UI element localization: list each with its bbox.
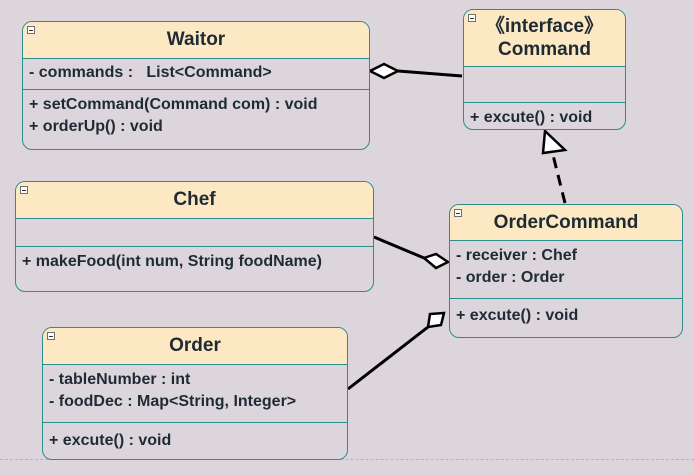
class-waitor[interactable]: Waitor - commands : List<Command> + setC… (22, 21, 370, 150)
operations-section: + excute() : void (450, 299, 682, 331)
page-boundary-guide (0, 459, 694, 460)
operation: + excute() : void (49, 432, 172, 449)
attribute: - commands : List<Command> (29, 64, 272, 81)
attributes-section: - commands : List<Command> (23, 59, 369, 90)
collapse-icon[interactable] (27, 26, 35, 34)
operations-section: + makeFood(int num, String foodName) (16, 247, 373, 277)
attribute: - receiver : Chef (456, 247, 577, 264)
class-name: Command (498, 39, 591, 60)
class-name: Waitor (166, 29, 226, 50)
aggregation-ordercommand-order[interactable] (347, 311, 446, 391)
operation: + excute() : void (470, 109, 593, 126)
operation: + excute() : void (456, 307, 579, 324)
operation: + makeFood(int num, String foodName) (22, 253, 323, 270)
class-name: Chef (173, 189, 216, 210)
interface-command[interactable]: 《interface》 Command + excute() : void (463, 9, 626, 130)
attributes-section: - tableNumber : int - foodDec : Map<Stri… (43, 365, 347, 423)
stereotype-label: 《interface》 (485, 16, 604, 37)
operation: + setCommand(Command com) : void (29, 96, 318, 113)
collapse-icon[interactable] (468, 14, 476, 22)
attributes-section (16, 219, 373, 247)
class-ordercommand[interactable]: OrderCommand - receiver : Chef - order :… (449, 204, 683, 338)
class-header: Waitor (23, 22, 369, 59)
class-chef[interactable]: Chef + makeFood(int num, String foodName… (15, 181, 374, 292)
operations-section: + excute() : void (43, 423, 347, 456)
collapse-icon[interactable] (20, 186, 28, 194)
operations-section: + excute() : void (464, 103, 625, 129)
attribute: - order : Order (456, 269, 565, 286)
operations-section: + setCommand(Command com) : void + order… (23, 90, 369, 142)
class-header: Order (43, 328, 347, 365)
operation: + orderUp() : void (29, 118, 163, 135)
class-name: OrderCommand (493, 211, 639, 233)
aggregation-waitor-command[interactable] (367, 62, 463, 80)
class-order[interactable]: Order - tableNumber : int - foodDec : Ma… (42, 327, 348, 460)
attributes-section: - receiver : Chef - order : Order (450, 241, 682, 299)
realization-ordercommand-command[interactable] (541, 128, 568, 204)
collapse-icon[interactable] (47, 332, 55, 340)
attributes-section (464, 67, 625, 103)
class-name: Order (169, 335, 221, 356)
class-header: Chef (16, 182, 373, 219)
collapse-icon[interactable] (454, 209, 462, 217)
attribute: - tableNumber : int (49, 371, 191, 388)
aggregation-ordercommand-chef[interactable] (373, 235, 451, 270)
class-header: OrderCommand (450, 205, 682, 241)
attribute: - foodDec : Map<String, Integer> (49, 393, 297, 410)
class-header: 《interface》 Command (464, 10, 625, 67)
